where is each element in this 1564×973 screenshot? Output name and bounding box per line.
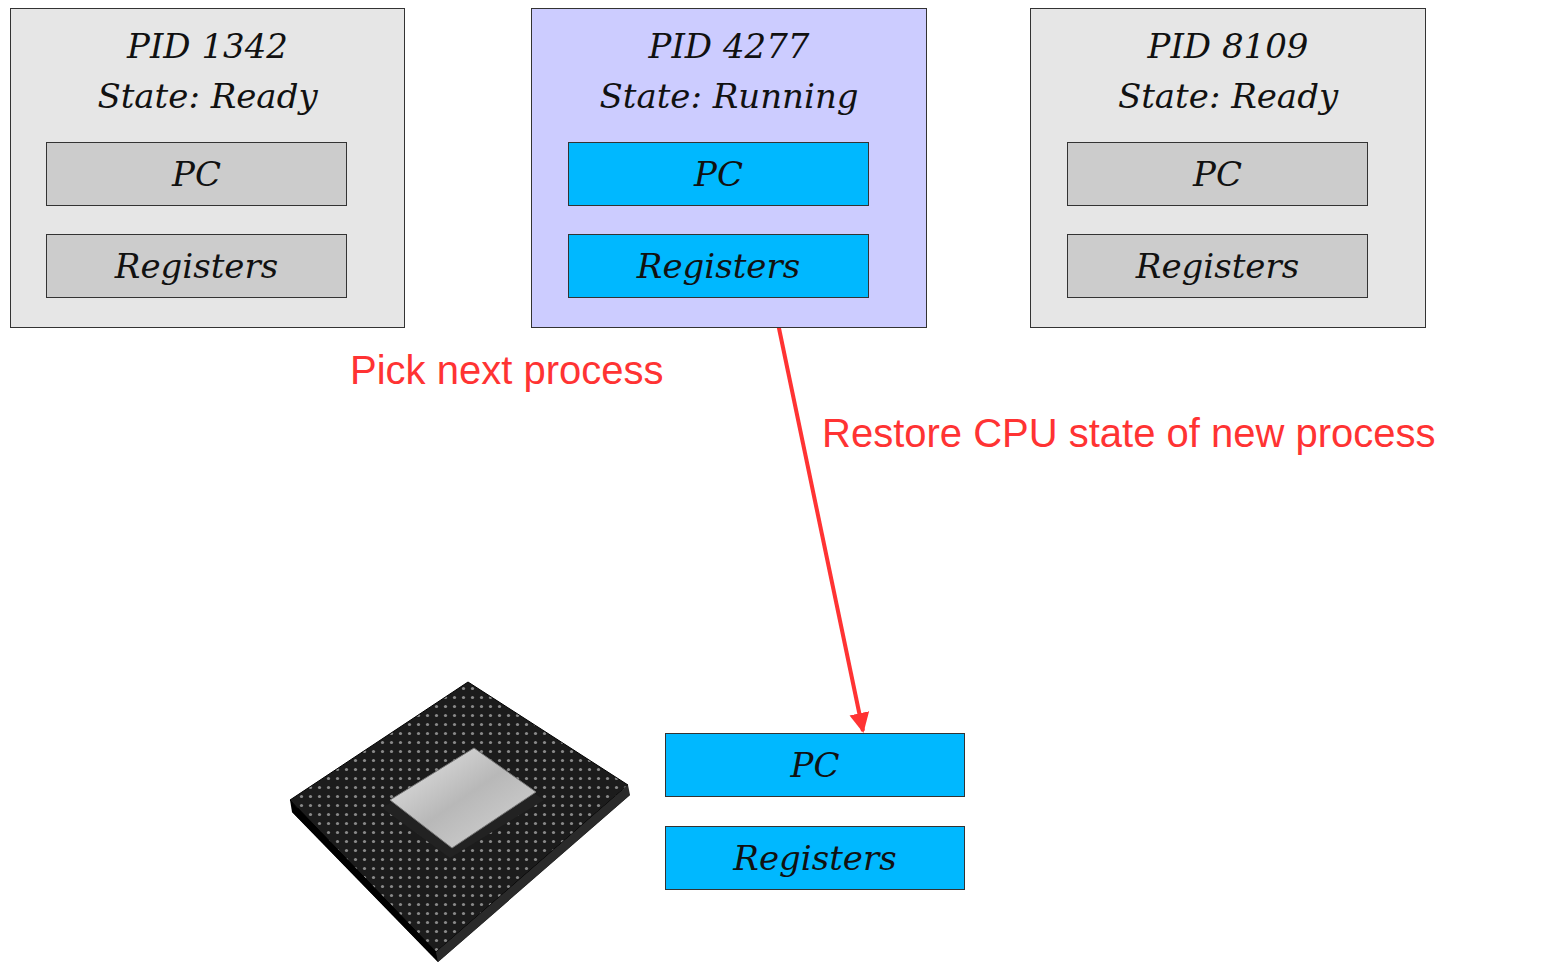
cpu-pc-register: PC (665, 733, 965, 797)
process-box: PID 8109State: ReadyPC Registers (1030, 8, 1426, 328)
step-label: Pick next process (350, 348, 663, 393)
node-title: Registers (637, 241, 800, 291)
node-title: Registers (1136, 241, 1299, 291)
process-box: PID 1342State: ReadyPC Registers (10, 8, 405, 328)
process-state: State: Ready (1031, 71, 1425, 121)
node-title: PID 4277 (532, 21, 926, 71)
node-title: PC (172, 149, 221, 199)
node-title: Registers (115, 241, 278, 291)
node-title: PC (791, 745, 840, 785)
node-title: Registers (733, 838, 896, 878)
pc-field: PC (568, 142, 869, 206)
process-state: State: Ready (11, 71, 404, 121)
pc-field: PC (1067, 142, 1368, 206)
process-state: State: Running (532, 71, 926, 121)
node-title: PC (694, 149, 743, 199)
step-label: Restore CPU state of new process (822, 411, 1436, 456)
registers-field: Registers (46, 234, 347, 298)
pc-field: PC (46, 142, 347, 206)
node-title: PC (1193, 149, 1242, 199)
process-box: PID 4277State: RunningPC Registers (531, 8, 927, 328)
process-header: PID 8109State: Ready (1031, 9, 1425, 121)
registers-field: Registers (1067, 234, 1368, 298)
node-title: PID 1342 (11, 21, 404, 71)
registers-field: Registers (568, 234, 869, 298)
cpu-registers: Registers (665, 826, 965, 890)
restore-arrow (773, 298, 863, 731)
node-title: PID 8109 (1031, 21, 1425, 71)
cpu-chip (290, 682, 630, 962)
process-header: PID 4277State: Running (532, 9, 926, 121)
process-header: PID 1342State: Ready (11, 9, 404, 121)
